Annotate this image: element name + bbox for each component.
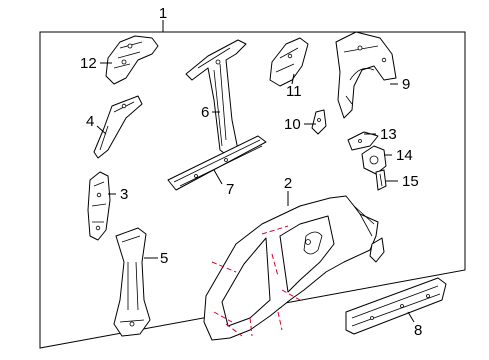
cut-line (261, 225, 289, 235)
assembly-frame (39, 31, 466, 349)
callout-5: 5 (160, 250, 168, 267)
callout-4: 4 (86, 113, 94, 130)
cut-line (225, 323, 243, 337)
callout-13: 13 (380, 126, 397, 143)
cut-line (211, 261, 237, 273)
callout-12: 12 (80, 55, 97, 72)
part-5-center-pillar-reinforcement (113, 227, 151, 337)
leader-11 (291, 73, 295, 85)
leader-lines (96, 62, 415, 323)
callout-2: 2 (284, 175, 292, 192)
callout-11: 11 (286, 83, 302, 100)
callout-labels: 1 2 3 4 5 6 7 8 9 10 11 12 13 14 15 (80, 5, 422, 339)
part-11-rear-pillar-bracket (269, 37, 309, 87)
part-3-hinge-pillar-reinforcement (87, 171, 111, 241)
cut-line (277, 311, 283, 331)
part-6-pillar-inner (185, 39, 247, 157)
part-2-side-panel-outer (203, 195, 379, 341)
part-12-upper-pillar-bracket (105, 35, 159, 85)
leader-8 (407, 311, 415, 323)
callout-10: 10 (284, 116, 301, 133)
part-2-rear-tab (369, 237, 385, 263)
leader-4 (96, 125, 107, 135)
cut-line (271, 253, 279, 277)
leader-7 (213, 169, 223, 185)
callout-6: 6 (201, 104, 209, 121)
part-8-rocker-panel-lower (345, 277, 447, 335)
callout-3: 3 (120, 186, 128, 203)
callout-9: 9 (402, 76, 410, 93)
part-14-fuel-door-housing (361, 145, 387, 175)
part-15-tail-lamp-bracket (375, 169, 387, 191)
callout-1: 1 (159, 5, 167, 22)
part-9-quarter-inner-panel (335, 31, 397, 119)
cut-line (249, 317, 253, 337)
callout-8: 8 (414, 322, 422, 339)
callout-7: 7 (226, 181, 234, 198)
cut-line (213, 311, 233, 323)
cut-line (281, 289, 301, 301)
callout-15: 15 (402, 173, 419, 190)
part-4-windshield-pillar-reinforcement (93, 95, 143, 159)
part-7-rocker-reinforcement (167, 135, 267, 191)
callout-14: 14 (396, 147, 413, 164)
part-13-fuel-door-bracket (347, 131, 379, 151)
cut-lines (211, 225, 301, 337)
part-10-small-bracket (311, 109, 327, 135)
